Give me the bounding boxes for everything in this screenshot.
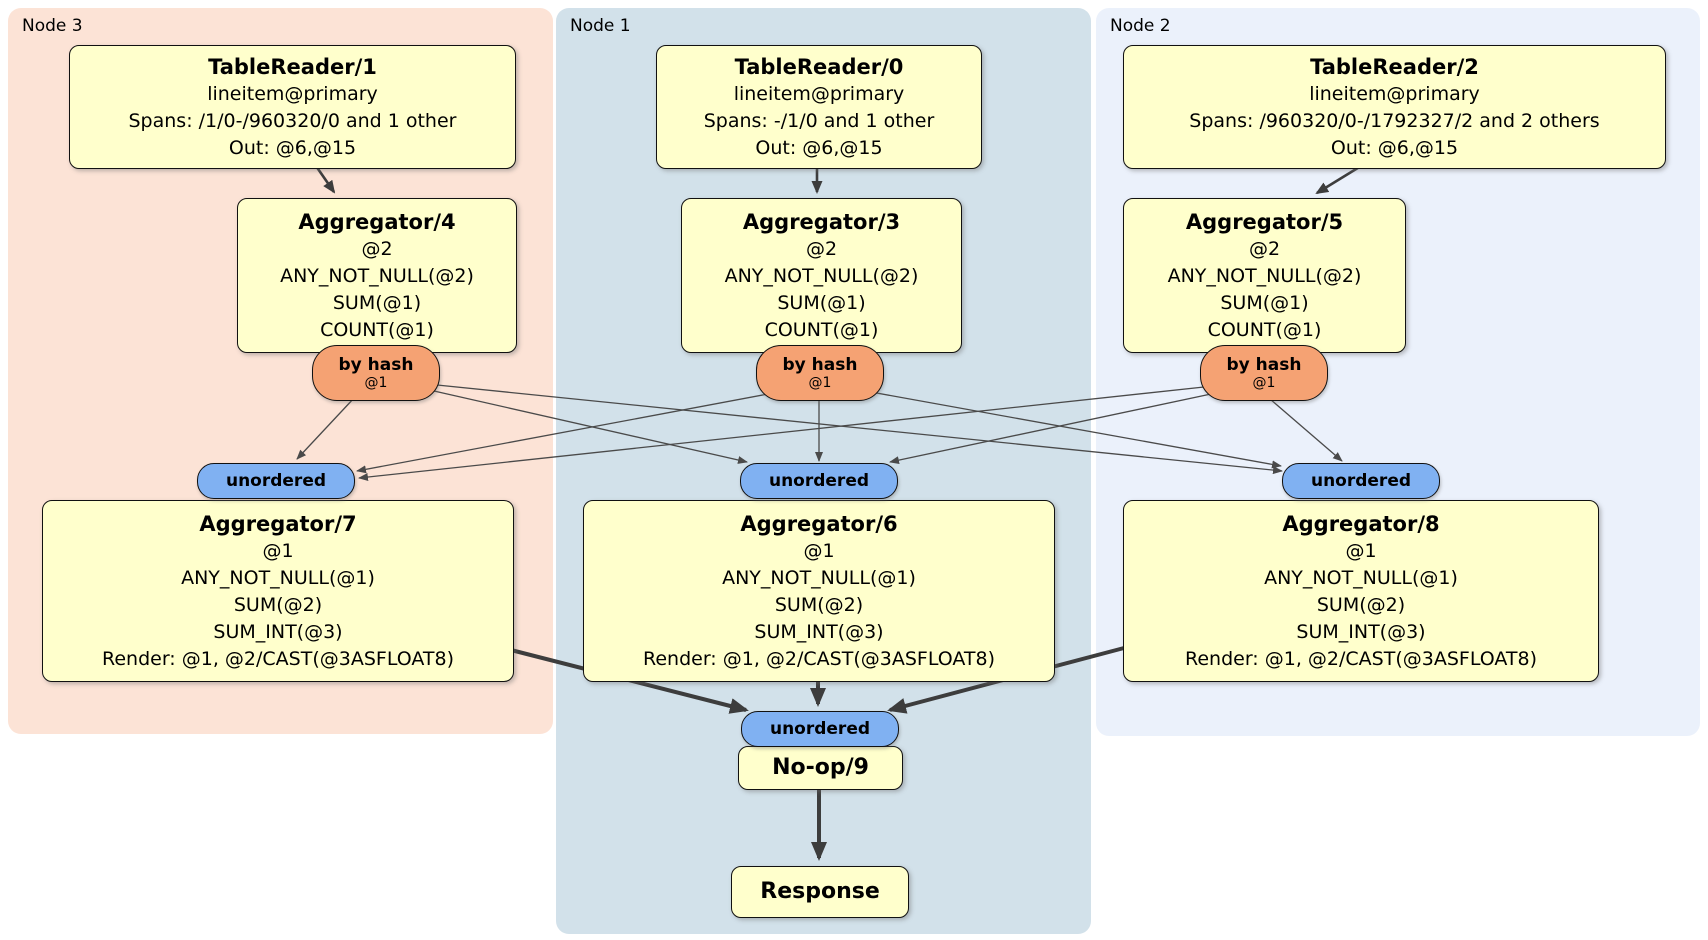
- node-detail: ANY_NOT_NULL(@2): [1167, 264, 1362, 287]
- edge-tr2-agg5: [1315, 164, 1362, 195]
- node-tablereader-2: TableReader/2 lineitem@primary Spans: /9…: [1123, 45, 1666, 169]
- node-aggregator-8: Aggregator/8 @1 ANY_NOT_NULL(@1) SUM(@2)…: [1123, 500, 1599, 682]
- node-title: TableReader/2: [1310, 54, 1479, 79]
- node-detail: SUM(@2): [774, 593, 864, 616]
- panel-node3-label: Node 3: [22, 16, 83, 36]
- node-detail: ANY_NOT_NULL(@2): [280, 264, 474, 287]
- stream-label: unordered: [768, 471, 870, 491]
- router-label: by hash: [782, 355, 858, 375]
- stream-label: unordered: [1310, 471, 1412, 491]
- node-detail: SUM(@2): [233, 593, 323, 616]
- stream-label: unordered: [769, 719, 871, 739]
- node-detail: COUNT(@1): [1207, 318, 1322, 341]
- router-key: @1: [1252, 375, 1276, 391]
- router-by-hash-3: by hash @1: [756, 345, 884, 401]
- node-aggregator-7: Aggregator/7 @1 ANY_NOT_NULL(@1) SUM(@2)…: [42, 500, 514, 682]
- stream-label: unordered: [225, 471, 327, 491]
- node-title: No-op/9: [772, 755, 869, 780]
- node-detail: ANY_NOT_NULL(@1): [722, 566, 916, 589]
- node-tablereader-1: TableReader/1 lineitem@primary Spans: /1…: [69, 45, 516, 169]
- panel-node2-label: Node 2: [1110, 16, 1171, 36]
- node-detail: @2: [1248, 237, 1281, 260]
- node-detail: @1: [262, 539, 294, 562]
- edge-byhash4-unordered7: [296, 396, 356, 460]
- edge-byhash5-unordered8: [1269, 398, 1343, 462]
- node-title: Response: [760, 879, 880, 904]
- node-detail: SUM(@1): [1220, 291, 1309, 314]
- node-detail: Spans: /1/0-/960320/0 and 1 other: [128, 109, 457, 132]
- node-title: Aggregator/5: [1185, 209, 1344, 234]
- node-detail: Out: @6,@15: [755, 136, 883, 159]
- node-detail: ANY_NOT_NULL(@1): [181, 566, 375, 589]
- node-noop-9: No-op/9: [738, 746, 903, 790]
- node-detail: ANY_NOT_NULL(@1): [1264, 566, 1458, 589]
- edge-byhash4-unordered8: [436, 384, 1283, 475]
- router-by-hash-5: by hash @1: [1200, 345, 1328, 401]
- node-detail: @1: [803, 539, 835, 562]
- node-title: Aggregator/7: [199, 511, 357, 536]
- node-detail: @2: [361, 237, 393, 260]
- node-detail: Out: @6,@15: [228, 136, 357, 159]
- edge-tr1-agg4: [314, 165, 336, 194]
- stream-unordered-agg7: unordered: [197, 463, 355, 499]
- node-title: Aggregator/3: [742, 209, 901, 234]
- node-title: Aggregator/8: [1282, 511, 1440, 536]
- node-detail: Spans: /960320/0-/1792327/2 and 2 others: [1189, 109, 1600, 132]
- node-aggregator-3: Aggregator/3 @2 ANY_NOT_NULL(@2) SUM(@1)…: [681, 198, 962, 353]
- node-detail: SUM_INT(@3): [1296, 620, 1426, 643]
- node-detail: SUM(@2): [1316, 593, 1406, 616]
- panel-node1-label: Node 1: [570, 16, 631, 36]
- node-title: TableReader/0: [734, 54, 904, 79]
- node-detail: Out: @6,@15: [1330, 136, 1459, 159]
- node-tablereader-0: TableReader/0 lineitem@primary Spans: -/…: [656, 45, 982, 169]
- node-detail: Spans: -/1/0 and 1 other: [703, 109, 935, 132]
- node-aggregator-4: Aggregator/4 @2 ANY_NOT_NULL(@2) SUM(@1)…: [237, 198, 517, 353]
- node-aggregator-5: Aggregator/5 @2 ANY_NOT_NULL(@2) SUM(@1)…: [1123, 198, 1406, 353]
- router-label: by hash: [1226, 355, 1302, 375]
- node-detail: lineitem@primary: [207, 82, 378, 105]
- router-key: @1: [364, 375, 388, 391]
- edge-byhash3-unordered7: [356, 393, 769, 474]
- router-label: by hash: [338, 355, 414, 375]
- node-detail: @1: [1345, 539, 1377, 562]
- node-detail: lineitem@primary: [1309, 82, 1480, 105]
- node-detail: SUM_INT(@3): [754, 620, 884, 643]
- node-title: Aggregator/4: [298, 209, 456, 234]
- node-detail: @2: [805, 237, 838, 260]
- node-detail: COUNT(@1): [764, 318, 879, 341]
- node-detail: ANY_NOT_NULL(@2): [724, 264, 919, 287]
- node-title: TableReader/1: [208, 54, 377, 79]
- edge-byhash5-unordered6: [889, 393, 1212, 465]
- stream-unordered-noop: unordered: [741, 711, 899, 747]
- node-title: Aggregator/6: [740, 511, 898, 536]
- router-key: @1: [808, 375, 832, 391]
- edge-byhash4-unordered6: [433, 390, 748, 464]
- stream-unordered-agg8: unordered: [1282, 463, 1440, 499]
- node-detail: SUM(@1): [332, 291, 422, 314]
- node-detail: SUM(@1): [777, 291, 866, 314]
- node-aggregator-6: Aggregator/6 @1 ANY_NOT_NULL(@1) SUM(@2)…: [583, 500, 1055, 682]
- node-detail: COUNT(@1): [320, 318, 434, 341]
- node-response: Response: [731, 866, 909, 918]
- node-detail: Render: @1, @2/CAST(@3ASFLOAT8): [102, 647, 454, 670]
- stream-unordered-agg6: unordered: [740, 463, 898, 499]
- router-by-hash-4: by hash @1: [312, 345, 440, 401]
- node-detail: Render: @1, @2/CAST(@3ASFLOAT8): [1185, 647, 1537, 670]
- edge-byhash3-unordered8: [870, 391, 1282, 469]
- node-detail: Render: @1, @2/CAST(@3ASFLOAT8): [643, 647, 995, 670]
- node-detail: SUM_INT(@3): [213, 620, 343, 643]
- edge-byhash5-unordered7: [358, 386, 1205, 482]
- node-detail: lineitem@primary: [733, 82, 905, 105]
